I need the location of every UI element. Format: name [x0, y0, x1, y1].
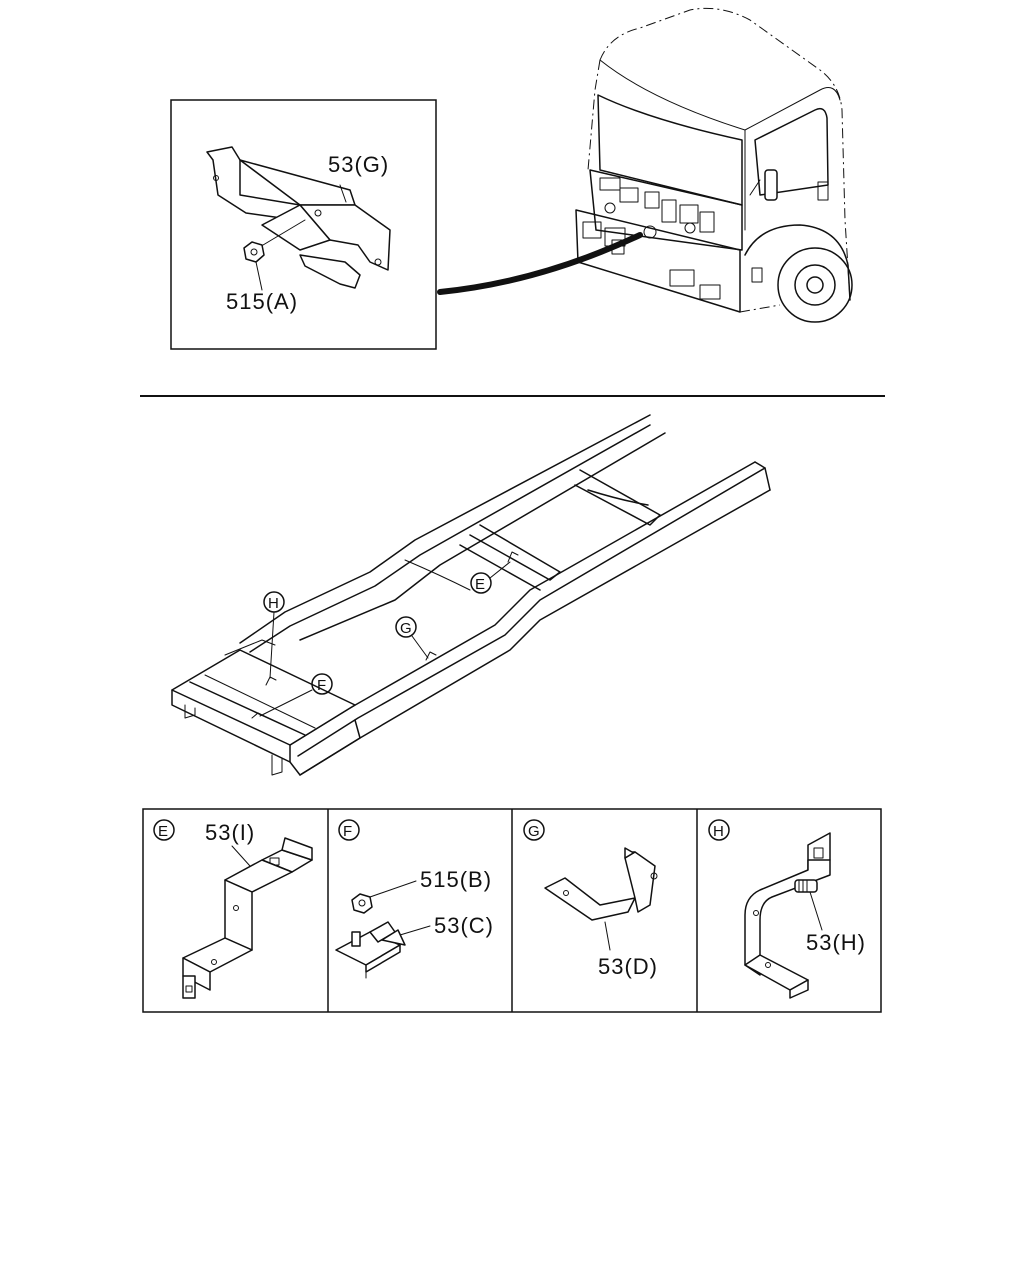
label-53c: 53(C): [434, 913, 494, 938]
label-53h: 53(H): [806, 930, 866, 955]
svg-text:E: E: [475, 576, 485, 593]
bracket-53g-drawing: [206, 146, 391, 289]
bracket-53i-drawing: [182, 837, 313, 999]
label-53g: 53(G): [328, 152, 389, 177]
nut-515a-drawing: [243, 241, 265, 291]
panel-h-marker: H: [713, 823, 724, 840]
detail-inset-box: 53(G) 515(A): [170, 99, 437, 350]
label-515a: 515(A): [226, 289, 298, 314]
bracket-53c-drawing: [335, 921, 406, 979]
nut-515b-drawing: [351, 893, 373, 914]
panel-e-marker: E: [158, 823, 168, 840]
panel-e: E 53(I): [153, 819, 313, 999]
bottom-panels: [142, 808, 882, 1013]
bracket-53d-drawing: [544, 847, 658, 921]
panel-g: G 53(D): [523, 819, 658, 979]
panel-f: F 515(B) 53(C): [335, 819, 494, 979]
svg-text:G: G: [400, 620, 412, 637]
panel-f-marker: F: [343, 823, 352, 840]
detail-leader: [437, 232, 643, 295]
truck-cab-drawing: [575, 7, 853, 323]
label-515b: 515(B): [420, 867, 492, 892]
panel-g-marker: G: [528, 823, 540, 840]
frame-marker-e: E: [470, 561, 511, 594]
panel-h: H 53(H): [708, 819, 866, 999]
frame-marker-f: F: [259, 673, 333, 717]
chassis-frame-drawing: [171, 414, 771, 776]
frame-marker-g: G: [395, 616, 429, 659]
label-53d: 53(D): [598, 954, 658, 979]
svg-text:F: F: [317, 677, 326, 694]
bracket-53h-drawing: [744, 832, 831, 999]
frame-marker-h: H: [263, 591, 285, 679]
svg-text:H: H: [268, 595, 279, 612]
label-53i: 53(I): [205, 820, 255, 845]
